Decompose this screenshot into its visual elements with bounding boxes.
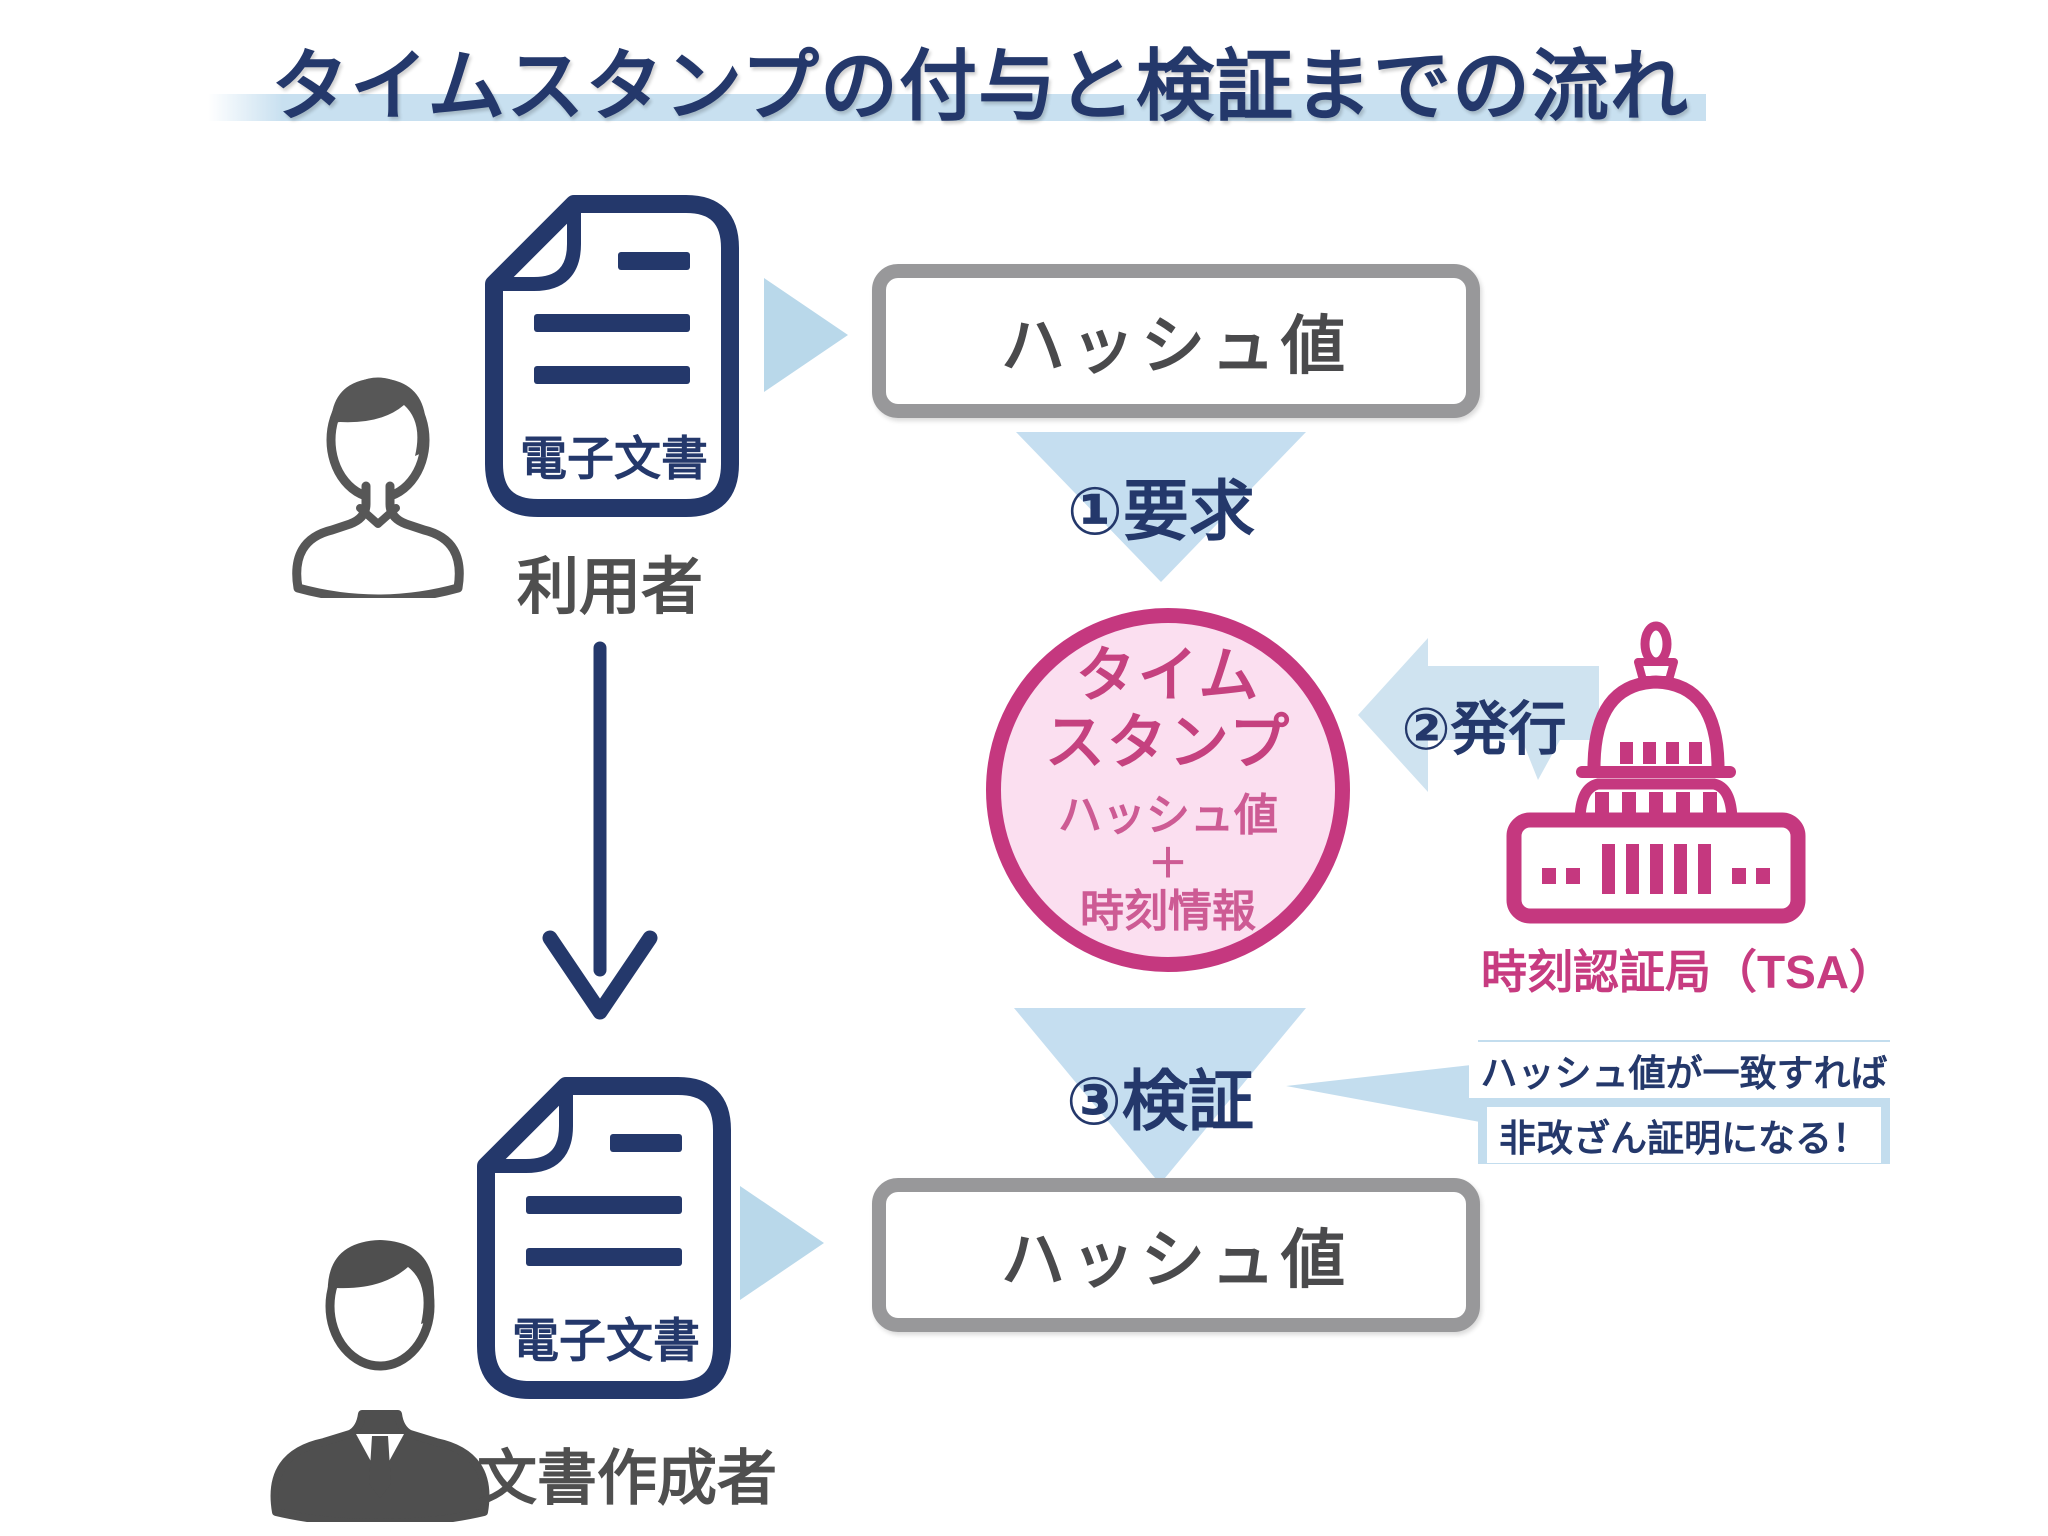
step2-label: ②発行	[1401, 697, 1567, 762]
stamp-time-label: 時刻情報	[1080, 887, 1256, 937]
document-label: 電子文書	[512, 1314, 700, 1367]
hash-value-box-bottom: ハッシュ値	[872, 1178, 1480, 1332]
page-title: タイムスタンプの付与と検証までの流れ	[270, 42, 1690, 130]
electronic-document-icon	[485, 195, 739, 517]
callout-note: ハッシュ値が一致すれば 非改ざん証明になる！	[1468, 1040, 1900, 1164]
step2-arrow-left-icon	[1358, 638, 1599, 792]
timestamp-stamp-circle: タイム スタンプ ハッシュ値 ＋ 時刻情報	[986, 608, 1350, 972]
stamp-title: タイム スタンプ	[1044, 641, 1292, 777]
stamp-hash-label: ハッシュ値	[1058, 791, 1278, 841]
hash-value-box-top: ハッシュ値	[872, 264, 1480, 418]
flow-arrow-down-icon	[542, 641, 658, 1020]
callout-line-2: 非改ざん証明になる！	[1487, 1106, 1881, 1163]
creator-label: 文書作成者	[477, 1445, 777, 1512]
hash-value-label-top: ハッシュ値	[1001, 310, 1351, 382]
arrow-right-icon	[764, 278, 848, 392]
creator-person-icon	[270, 1240, 490, 1522]
title-highlight-bar	[208, 94, 1706, 121]
callout-pointer	[1286, 1064, 1480, 1122]
arrow-right-icon	[740, 1186, 824, 1300]
step1-label: ①要求	[1067, 474, 1255, 548]
tsa-capitol-icon	[1506, 621, 1806, 924]
tsa-label: 時刻認証局（TSA）	[1481, 946, 1895, 998]
user-person-icon	[292, 377, 464, 598]
electronic-document-icon	[477, 1077, 731, 1399]
user-label: 利用者	[516, 553, 703, 622]
callout-line-1: ハッシュ値が一致すれば	[1468, 1041, 1900, 1098]
hash-value-label-bottom: ハッシュ値	[1001, 1224, 1351, 1296]
stamp-plus-sign: ＋	[1148, 842, 1188, 887]
step3-label: ③検証	[1066, 1064, 1254, 1138]
document-label: 電子文書	[520, 432, 708, 485]
